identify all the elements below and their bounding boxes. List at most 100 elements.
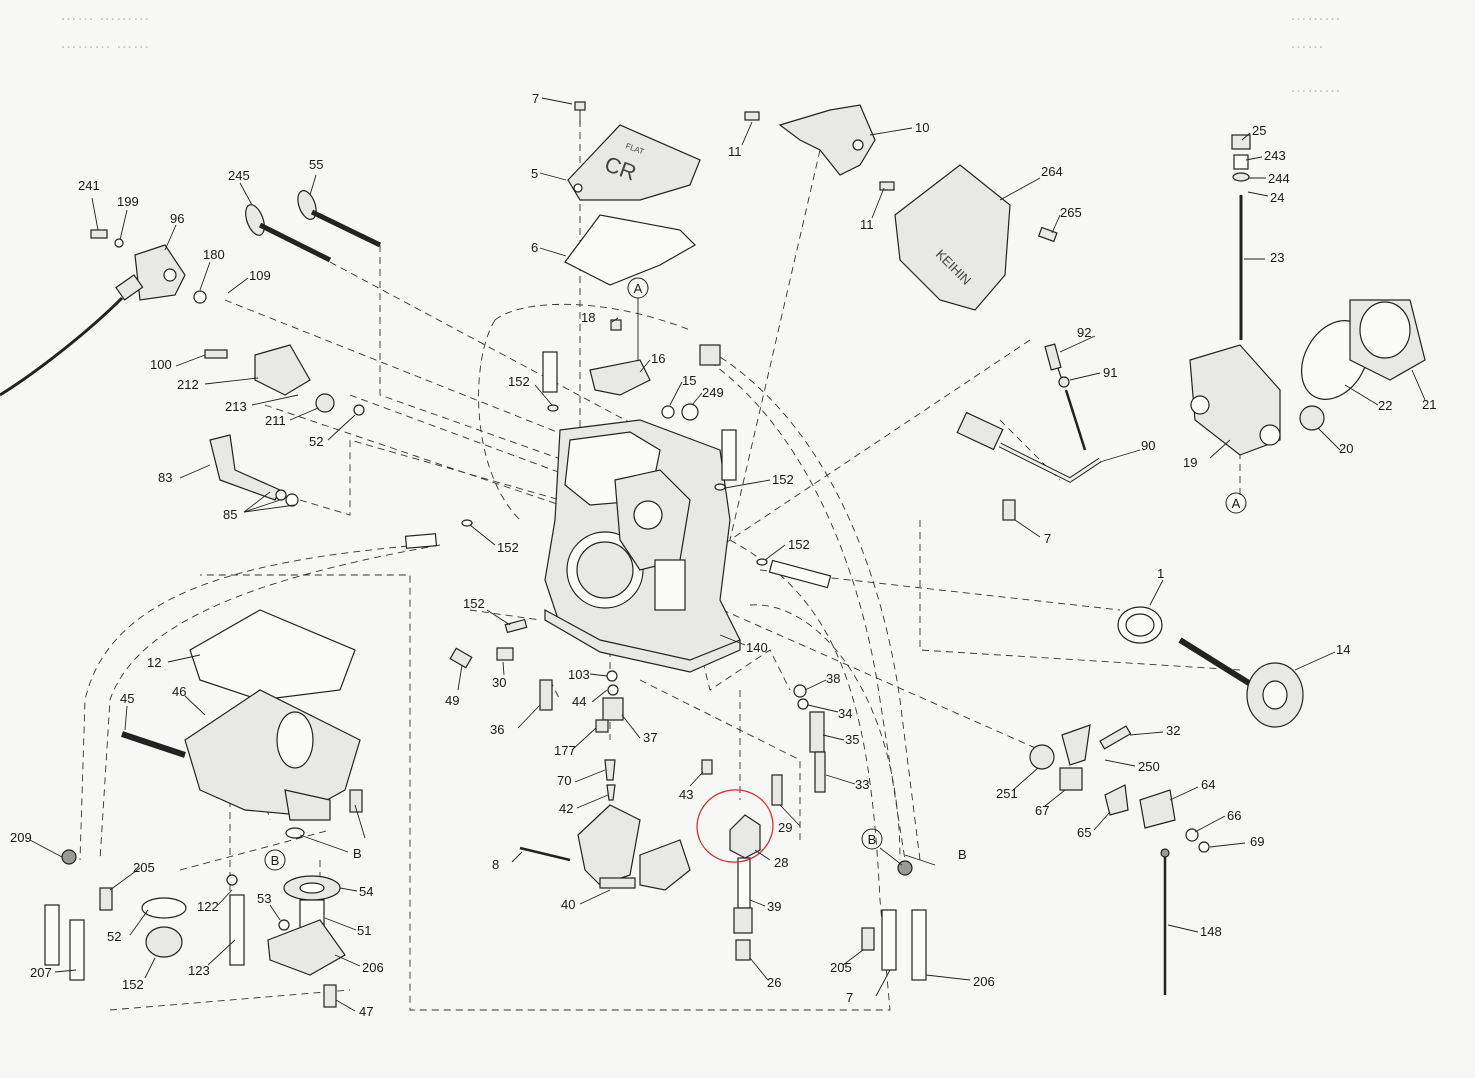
part-label-243: 243	[1264, 148, 1286, 163]
svg-text:………: ………	[1290, 77, 1341, 96]
part-label-207: 207	[30, 965, 52, 980]
part-label-B: B	[353, 846, 362, 861]
part-label-100: 100	[150, 357, 172, 372]
screw-265	[1038, 226, 1058, 243]
part-label-148: 148	[1200, 924, 1222, 939]
part-label-14: 14	[1336, 642, 1350, 657]
part-label-152: 152	[772, 472, 794, 487]
part-label-96: 96	[170, 211, 184, 226]
part-label-11: 11	[728, 144, 742, 159]
pump-body-19	[1189, 344, 1281, 456]
part-label-7: 7	[846, 990, 853, 1005]
part-label-35: 35	[845, 732, 859, 747]
top-cover: FLAT CR	[567, 124, 701, 201]
part-label-46: 46	[172, 684, 186, 699]
part-label-152: 152	[463, 596, 485, 611]
part-label-47: 47	[359, 1004, 373, 1019]
misc-parts	[404, 111, 895, 589]
ref-a-right: A	[1232, 496, 1241, 511]
hoses-right	[861, 860, 927, 981]
part-label-140: 140	[746, 640, 768, 655]
part-label-251: 251	[996, 786, 1018, 801]
part-label-28: 28	[774, 855, 788, 870]
part-label-250: 250	[1138, 759, 1160, 774]
ring-parts	[90, 229, 365, 507]
part-label-36: 36	[490, 722, 504, 737]
part-label-206: 206	[973, 974, 995, 989]
part-label-209: 209	[10, 830, 32, 845]
part-label-244: 244	[1268, 171, 1290, 186]
part-label-33: 33	[855, 777, 869, 792]
part-label-7: 7	[1044, 531, 1051, 546]
part-label-213: 213	[225, 399, 247, 414]
part-label-53: 53	[257, 891, 271, 906]
part-label-55: 55	[309, 157, 323, 172]
adjust-screws-245-55	[245, 190, 382, 263]
part-label-1: 1	[1157, 566, 1164, 581]
ref-b-left: B	[271, 853, 280, 868]
ref-b-right: B	[868, 832, 877, 847]
part-label-264: 264	[1041, 164, 1063, 179]
carburetor-body	[544, 419, 741, 673]
float-bowl-gasket	[189, 609, 356, 701]
part-label-152: 152	[122, 977, 144, 992]
main-jet-holder-209	[729, 814, 761, 961]
pump-cap-25	[1231, 134, 1251, 340]
part-label-20: 20	[1339, 441, 1353, 456]
part-label-49: 49	[445, 693, 459, 708]
screw-7-right	[1002, 499, 1016, 521]
part-label-152: 152	[788, 537, 810, 552]
part-label-85: 85	[223, 507, 237, 522]
float-assembly	[519, 804, 691, 891]
top-gasket	[564, 214, 696, 286]
bottom-parts	[99, 789, 363, 1008]
part-label-123: 123	[188, 963, 210, 978]
hot-start-plunger	[1044, 343, 1087, 451]
part-label-109: 109	[249, 268, 271, 283]
fuel-fitting-83	[209, 434, 281, 501]
part-label-15: 15	[682, 373, 696, 388]
part-label-66: 66	[1227, 808, 1241, 823]
part-label-10: 10	[915, 120, 929, 135]
part-label-16: 16	[651, 351, 665, 366]
side-cover: KEIHIN	[894, 164, 1011, 311]
part-label-64: 64	[1201, 777, 1215, 792]
svg-text:……: ……	[1290, 33, 1324, 52]
tps-sensor-96	[0, 244, 186, 397]
part-label-180: 180	[203, 247, 225, 262]
part-label-40: 40	[561, 897, 575, 912]
float-bowl-screw-46	[121, 731, 186, 758]
part-label-B: B	[958, 847, 967, 862]
part-label-8: 8	[492, 857, 499, 872]
part-label-245: 245	[228, 168, 250, 183]
part-label-37: 37	[643, 730, 657, 745]
part-label-249: 249	[702, 385, 724, 400]
part-label-7: 7	[532, 91, 539, 106]
leader-lines	[29, 97, 1426, 1012]
part-label-211: 211	[265, 413, 286, 428]
part-label-19: 19	[1183, 455, 1197, 470]
part-label-21: 21	[1422, 397, 1436, 412]
part-label-11: 11	[860, 217, 874, 232]
bleed-through-text: …… ……… ……… …… ……… …… ………	[60, 5, 1341, 96]
part-label-51: 51	[357, 923, 371, 938]
svg-text:…… ………: …… ………	[60, 5, 150, 24]
part-label-22: 22	[1378, 398, 1392, 413]
part-label-90: 90	[1141, 438, 1155, 453]
part-label-39: 39	[767, 899, 781, 914]
return-spring	[1117, 606, 1163, 644]
idle-linkage	[1029, 724, 1210, 853]
part-label-43: 43	[679, 787, 693, 802]
hot-start-cable-90	[956, 411, 1102, 483]
throttle-bracket	[778, 104, 876, 176]
part-label-152: 152	[497, 540, 519, 555]
pump-seal-20	[1299, 405, 1325, 431]
screw-7-top	[574, 101, 586, 125]
part-number-labels: 7561110112642652524324424232411999624555…	[10, 91, 1436, 1019]
highlight-circle	[696, 789, 774, 863]
svg-text:……… ……: ……… ……	[60, 33, 150, 52]
part-label-177: 177	[554, 743, 576, 758]
part-label-32: 32	[1166, 723, 1180, 738]
